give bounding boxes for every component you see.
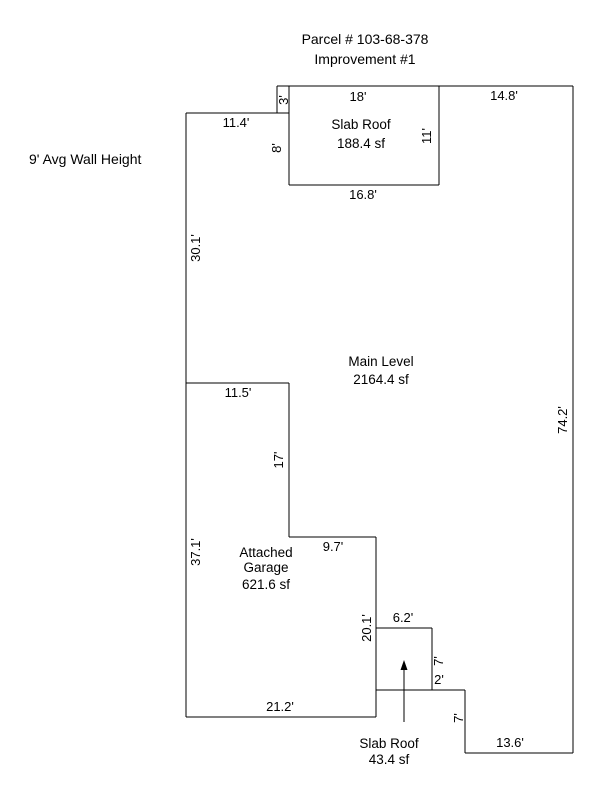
garage-boundary <box>186 382 376 538</box>
slab-roof-top-outline <box>276 85 440 186</box>
slab-roof-arrow <box>400 660 408 722</box>
slab-roof-top-name: Slab Roof <box>331 117 391 132</box>
dim-11-5: 11.5' <box>225 385 252 400</box>
main-level-name: Main Level <box>348 354 413 369</box>
slab-roof-bottom-outline <box>376 627 433 690</box>
main-level-area: 2164.4 sf <box>353 372 409 387</box>
garage-name-line1: Attached <box>239 545 292 560</box>
dim-20-1: 20.1' <box>359 614 374 642</box>
dim-11: 11' <box>419 128 434 144</box>
dim-7-lower: 7' <box>451 713 466 723</box>
dim-14-8: 14.8' <box>490 88 518 103</box>
slab-roof-top-area: 188.4 sf <box>337 136 385 151</box>
dim-7-right: 7' <box>431 656 446 666</box>
dim-3: 3' <box>276 95 291 105</box>
parcel-number: Parcel # 103-68-378 <box>302 31 429 47</box>
dim-74-2: 74.2' <box>555 406 570 434</box>
garage-area: 621.6 sf <box>242 577 290 592</box>
dim-6-2: 6.2' <box>393 610 414 625</box>
main-outline <box>185 85 574 754</box>
slab-roof-bottom-area: 43.4 sf <box>369 752 410 767</box>
dim-16-8: 16.8' <box>349 187 377 202</box>
slab-roof-bottom-name: Slab Roof <box>359 736 419 751</box>
dim-13-6: 13.6' <box>496 735 524 750</box>
improvement-label: Improvement #1 <box>314 51 415 67</box>
dim-17: 17' <box>271 452 286 469</box>
dim-9-7: 9.7' <box>323 539 344 554</box>
dim-30-1: 30.1' <box>188 234 203 262</box>
dim-8: 8' <box>269 143 284 153</box>
garage-name-line2: Garage <box>243 560 288 575</box>
dim-37-1: 37.1' <box>188 538 203 566</box>
dim-11-4: 11.4' <box>223 115 250 130</box>
dim-18: 18' <box>350 89 367 104</box>
dim-2: 2' <box>434 672 444 687</box>
arrow-head <box>400 660 408 670</box>
dim-21-2: 21.2' <box>266 699 294 714</box>
wall-height-note: 9' Avg Wall Height <box>29 151 142 167</box>
